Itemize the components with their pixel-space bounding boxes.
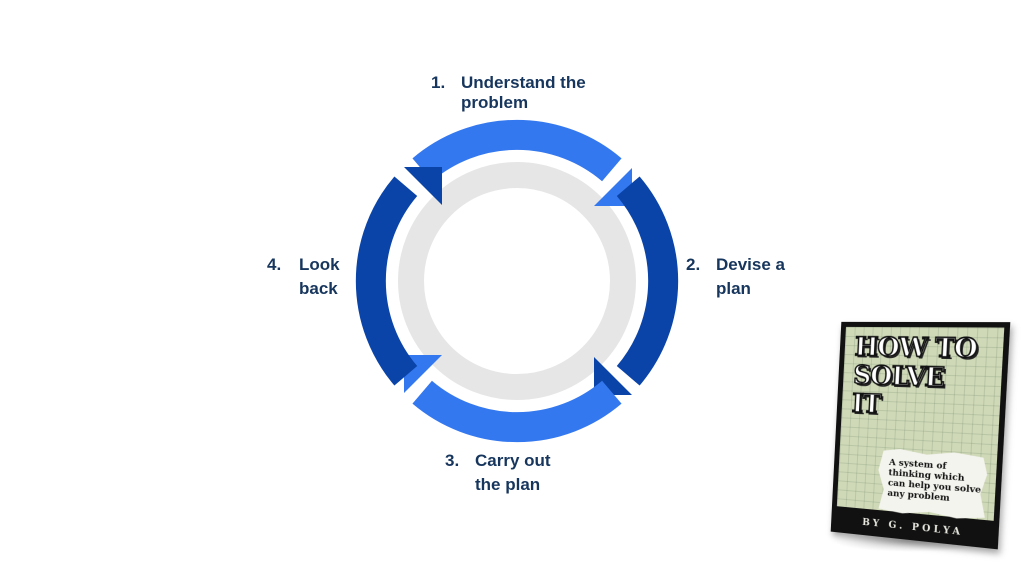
step-label: Understand the problem — [461, 73, 611, 113]
step-label: Look back — [299, 253, 345, 301]
book-image: HOW TO SOLVE IT A system of thinking whi… — [828, 318, 1018, 558]
book-cover: HOW TO SOLVE IT A system of thinking whi… — [831, 322, 1011, 550]
inner-ring — [411, 175, 623, 387]
step-number: 3. — [445, 449, 475, 497]
step-number: 2. — [686, 253, 716, 301]
step-understand: 1. Understand the problem — [431, 73, 631, 113]
book-tagline: A system of thinking which can help you … — [887, 458, 988, 508]
step-label: Carry out the plan — [475, 449, 565, 497]
book-face: HOW TO SOLVE IT A system of thinking whi… — [837, 327, 1004, 521]
book-title: HOW TO SOLVE IT — [851, 333, 977, 424]
step-label: Devise a plan — [716, 253, 796, 301]
step-look-back: 4. Look back — [267, 253, 367, 301]
step-devise: 2. Devise a plan — [686, 253, 816, 301]
step-carry-out: 3. Carry out the plan — [445, 449, 585, 497]
step-number: 1. — [431, 73, 461, 113]
step-number: 4. — [267, 253, 299, 301]
